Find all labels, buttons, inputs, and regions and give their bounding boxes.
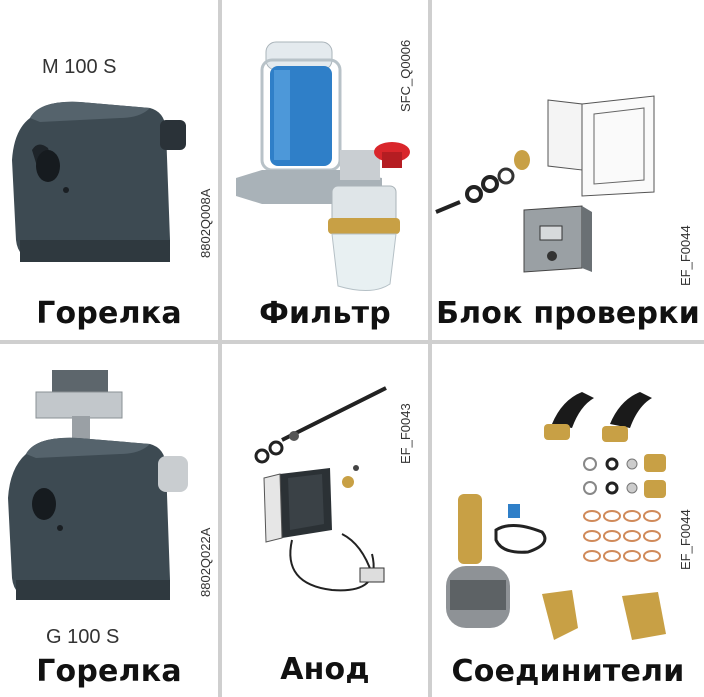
- connectors-image: [446, 392, 666, 640]
- test-block-image: [435, 95, 655, 273]
- model-label: M 100 S: [42, 56, 117, 78]
- filter-image: [236, 41, 410, 291]
- caption: Соединители: [451, 654, 685, 689]
- caption: Фильтр: [259, 296, 391, 331]
- model-label: G 100 S: [46, 626, 120, 648]
- cell-filter: SFC_Q0006 Фильтр: [222, 0, 428, 340]
- anode-image: [254, 386, 387, 592]
- part-code: EF_F0043: [398, 403, 413, 464]
- part-code: EF_F0044: [678, 225, 693, 286]
- caption: Анод: [280, 652, 370, 687]
- part-code: EF_F0044: [678, 509, 693, 570]
- part-code: 8802Q008A: [198, 188, 213, 258]
- cell-burner-g100s: 8802Q022A G 100 S Горелка: [0, 344, 218, 697]
- part-code: 8802Q022A: [198, 527, 213, 597]
- part-code: SFC_Q0006: [398, 39, 413, 112]
- burner-gas-image: [8, 370, 188, 600]
- caption: Блок проверки: [436, 296, 700, 331]
- cell-anode: EF_F0043 Анод: [222, 344, 428, 697]
- cell-test-block: EF_F0044 Блок проверки: [432, 0, 704, 340]
- burner-image: [12, 101, 186, 262]
- cell-burner-m100s: M 100 S 8802Q008A Горелка: [0, 0, 218, 340]
- caption: Горелка: [36, 654, 182, 689]
- cell-connectors: EF_F0044 Соединители: [432, 344, 704, 697]
- caption: Горелка: [36, 296, 182, 331]
